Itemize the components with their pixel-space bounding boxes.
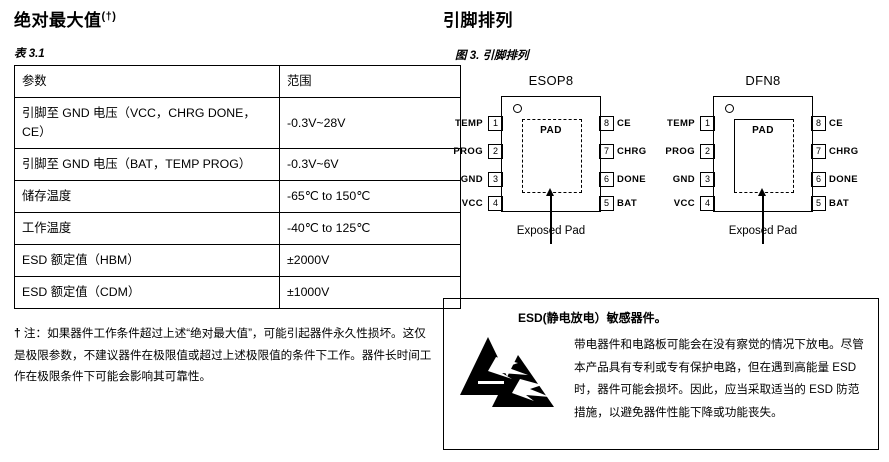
pin-configuration-title: 引脚排列 [443,11,513,30]
absolute-maximum-ratings-table: 参数 范围 引脚至 GND 电压（VCC，CHRG DONE，CE） -0.3V… [14,64,461,310]
pin-box-8: 8 [811,116,826,131]
pin-box-4: 4 [488,196,503,211]
pin-label-vcc: VCC [461,198,483,209]
pin-box-2: 2 [700,144,715,159]
table-cell-range: -40℃ to 125℃ [279,212,461,246]
page-title: 绝对最大值(†) [14,6,434,31]
footnote: † 注：如果器件工作条件超过上述“绝对最大值”，可能引起器件永久性损坏。这仅是极… [14,322,434,387]
pin-box-7: 7 [811,144,826,159]
chip-drawing: PAD 1 2 3 4 8 7 6 5 TEMP PROG GND VCC CE… [451,96,651,244]
pin-box-3: 3 [488,172,503,187]
esd-warning-box: ESD(静电放电）敏感器件。 带电器件和电路板可能会在没有察觉的情况下放电。尽管… [443,298,879,450]
pad-label: PAD [540,125,562,136]
table-cell-parameter: ESD 额定值（CDM） [14,276,280,310]
table-header-range: 范围 [279,64,461,99]
pin-label-temp: TEMP [455,118,483,129]
figure-caption: 图 3. 引脚排列 [455,47,883,63]
pin-configuration-section: 引脚排列 图 3. 引脚排列 ESOP8 PAD 1 2 3 4 [443,6,883,273]
pin-box-1: 1 [700,116,715,131]
pin-label-temp: TEMP [667,118,695,129]
figure-caption-number: 图 3. [455,50,480,62]
pin-label-gnd: GND [460,174,483,185]
pin-label-bat: BAT [829,198,850,209]
pin-label-prog: PROG [665,146,695,157]
esd-sensitive-icon [458,333,556,409]
esd-line-2: 本产品具有专利或专有保护电路，但在遇到高能量 ESD [574,360,857,374]
table-row: 工作温度 -40℃ to 125℃ [14,212,461,246]
esd-heading: ESD(静电放电）敏感器件。 [518,311,667,325]
pin-label-bat: BAT [617,198,638,209]
table-cell-parameter: 储存温度 [14,180,280,214]
pin-label-chrg: CHRG [829,146,859,157]
section-title-text: 绝对最大值 [14,11,102,30]
table-cell-parameter: 工作温度 [14,212,280,246]
pin-label-chrg: CHRG [617,146,647,157]
package-esop8: ESOP8 PAD 1 2 3 4 8 7 6 5 TEMP [451,73,651,244]
pin-box-5: 5 [599,196,614,211]
package-dfn8: DFN8 PAD 1 2 3 4 8 7 6 5 TEMP [663,73,863,244]
table-header-parameter: 参数 [14,64,280,99]
pin-box-8: 8 [599,116,614,131]
pin-box-6: 6 [811,172,826,187]
absolute-maximum-ratings-section: 绝对最大值(†) 表 3.1 参数 范围 引脚至 GND 电压（VCC，CHRG… [14,6,461,388]
section-title-dagger: (†) [101,10,117,23]
package-name: DFN8 [745,73,781,88]
pin-label-done: DONE [829,174,859,185]
table-row: 储存温度 -65℃ to 150℃ [14,180,461,214]
pin-box-3: 3 [700,172,715,187]
exposed-pad-arrow-line [762,192,764,244]
esd-line-4: 措施，以避免器件性能下降或功能丧失。 [574,405,783,419]
table-cell-parameter: ESD 额定值（HBM） [14,244,280,278]
figure-caption-text: 引脚排列 [482,50,529,62]
pin1-dot-icon [513,104,522,113]
pin-box-6: 6 [599,172,614,187]
pin-label-done: DONE [617,174,647,185]
pad-label: PAD [752,125,774,136]
footnote-text: 注：如果器件工作条件超过上述“绝对最大值”，可能引起器件永久性损坏。这仅是极限参… [14,327,432,384]
exposed-pad-arrow-line [550,192,552,244]
exposed-pad-label: Exposed Pad [516,225,586,237]
pin-box-1: 1 [488,116,503,131]
table-row: 引脚至 GND 电压（VCC，CHRG DONE，CE） -0.3V~28V [14,97,461,150]
package-diagrams: ESOP8 PAD 1 2 3 4 8 7 6 5 TEMP [443,73,883,273]
table-cell-parameter: 引脚至 GND 电压（BAT，TEMP PROG） [14,148,280,182]
table-row: ESD 额定值（HBM） ±2000V [14,244,461,278]
pin-box-5: 5 [811,196,826,211]
package-name: ESOP8 [528,73,574,88]
table-cell-range: -0.3V~28V [279,97,461,150]
table-header-row: 参数 范围 [14,64,461,99]
chip-drawing: PAD 1 2 3 4 8 7 6 5 TEMP PROG GND VCC CE… [663,96,863,244]
table-caption: 表 3.1 [14,48,45,60]
table-row: ESD 额定值（CDM） ±1000V [14,276,461,310]
esd-description: 带电器件和电路板可能会在没有察觉的情况下放电。尽管 本产品具有专利或专有保护电路… [574,334,864,424]
pin-label-vcc: VCC [673,198,695,209]
table-cell-range: -0.3V~6V [279,148,461,182]
pin-label-gnd: GND [672,174,695,185]
table-cell-range: ±1000V [279,276,461,310]
pin-label-ce: CE [617,118,631,129]
pin-label-prog: PROG [453,146,483,157]
pin-box-7: 7 [599,144,614,159]
table-cell-range: ±2000V [279,244,461,278]
pin-box-2: 2 [488,144,503,159]
esd-line-3: 时，器件可能会损坏。因此，应当采取适当的 ESD 防范 [574,383,860,397]
footnote-dagger-icon: † [14,326,21,341]
table-cell-parameter: 引脚至 GND 电压（VCC，CHRG DONE，CE） [14,97,280,150]
pin-label-ce: CE [829,118,843,129]
table-row: 引脚至 GND 电压（BAT，TEMP PROG） -0.3V~6V [14,148,461,182]
pin1-dot-icon [725,104,734,113]
exposed-pad-label: Exposed Pad [728,225,798,237]
esd-line-1: 带电器件和电路板可能会在没有察觉的情况下放电。尽管 [574,338,864,351]
pin-box-4: 4 [700,196,715,211]
